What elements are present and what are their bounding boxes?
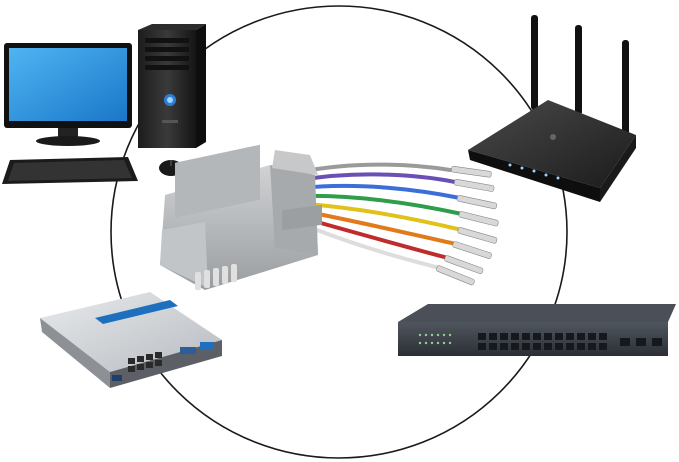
- wifi-router-icon: [468, 15, 636, 202]
- serial-adapter-icon: [160, 144, 499, 290]
- ethernet-switch-icon: [398, 304, 676, 356]
- connection-ring: [110, 5, 568, 459]
- router-icon: [40, 292, 222, 388]
- desktop-computer-icon: [2, 24, 206, 184]
